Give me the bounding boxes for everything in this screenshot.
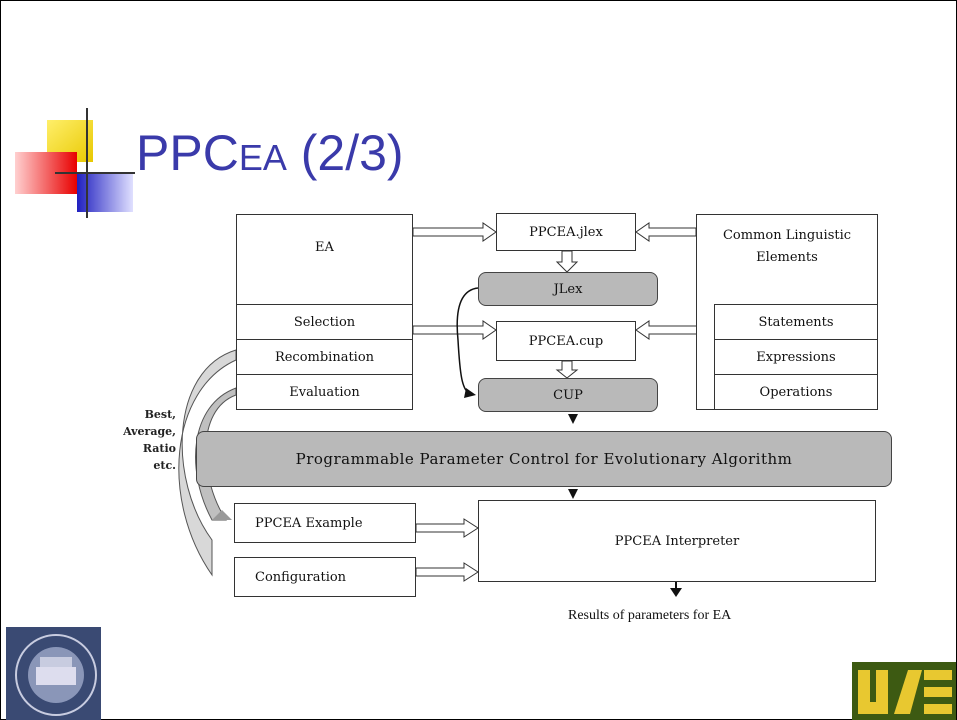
ea-item-evaluation: Evaluation (236, 374, 413, 410)
cle-item-expressions: Expressions (714, 339, 878, 375)
university-seal-logo (6, 627, 101, 720)
jlex-box: JLex (478, 272, 658, 306)
ea-label: EA (315, 240, 334, 255)
uab-logo (852, 662, 956, 720)
cle-item-operations: Operations (714, 374, 878, 410)
cle-label-line2: Elements (756, 250, 818, 265)
title-decoration (15, 108, 135, 218)
feedback-labels: Best, Average, Ratio etc. (123, 408, 176, 472)
ea-item-recombination: Recombination (236, 339, 413, 375)
cle-label-line1: Common Linguistic (722, 228, 852, 243)
cup-file-box: PPCEA.cup (496, 321, 636, 361)
jlex-file-box: PPCEA.jlex (496, 213, 636, 251)
results-caption: Results of parameters for EA (568, 608, 732, 623)
ea-item-selection: Selection (236, 304, 413, 340)
ppc-control-bar: Programmable Parameter Control for Evolu… (196, 431, 892, 487)
example-box: PPCEA Example (234, 503, 416, 543)
interpreter-box: PPCEA Interpreter (478, 500, 876, 582)
configuration-box: Configuration (234, 557, 416, 597)
slide-title: PPCEA (2/3) (136, 125, 404, 181)
cle-item-statements: Statements (714, 304, 878, 340)
cup-box: CUP (478, 378, 658, 412)
